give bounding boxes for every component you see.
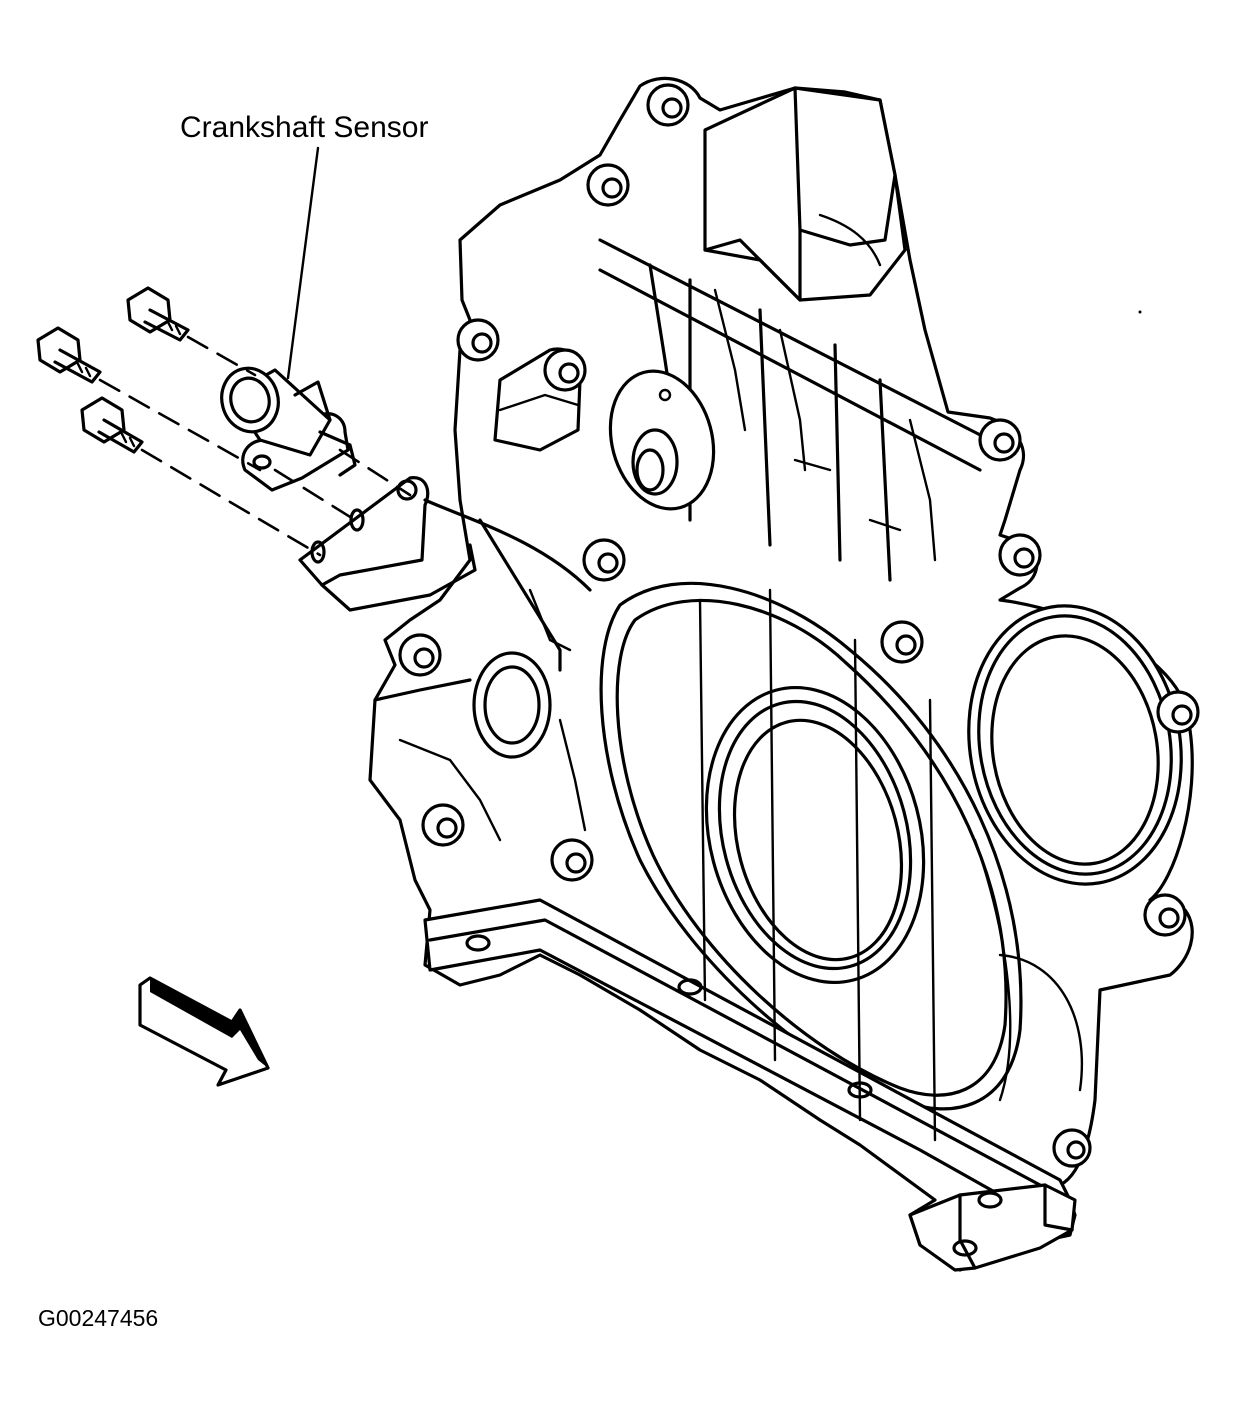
bolt-hole <box>582 538 626 582</box>
bolt-hole <box>978 418 1022 462</box>
bolt-middle <box>36 326 102 384</box>
callout-leader-line <box>286 146 320 380</box>
crankshaft-sensor <box>220 366 357 492</box>
flange-hole <box>677 978 703 996</box>
bolt-hole <box>1156 690 1200 734</box>
bolt-hole <box>998 533 1042 577</box>
bolt-hole <box>1052 1128 1092 1168</box>
bolt-hole <box>543 348 587 392</box>
bolt-hole <box>456 318 500 362</box>
sensor-mount-pad <box>298 476 592 672</box>
alignment-lines <box>98 335 412 557</box>
flange-hole <box>465 934 491 952</box>
bolt-hole <box>421 803 465 847</box>
bolt-hole <box>646 83 690 127</box>
sensor-bolts <box>36 286 190 454</box>
bolt-hole <box>586 163 630 207</box>
crankshaft-sensor-label: Crankshaft Sensor <box>180 111 428 144</box>
bolt-hole <box>1143 893 1187 937</box>
flange-hole <box>952 1239 978 1257</box>
view-direction-arrow-icon <box>138 976 270 1087</box>
bolt-lower <box>80 396 144 454</box>
bolt-hole <box>550 838 594 882</box>
flange-hole <box>977 1191 1003 1209</box>
figure-id: G00247456 <box>38 1305 158 1331</box>
foot <box>908 1183 1077 1272</box>
outer-seal-ring <box>599 581 1023 1111</box>
bolt-holes <box>398 83 1200 1257</box>
bolt-upper <box>126 286 190 342</box>
engine-front-cover <box>368 76 1194 1272</box>
bolt-hole <box>398 633 442 677</box>
upper-boss <box>703 86 907 302</box>
flange-hole <box>847 1081 873 1099</box>
speck <box>1138 310 1142 314</box>
bolt-hole <box>880 620 924 664</box>
